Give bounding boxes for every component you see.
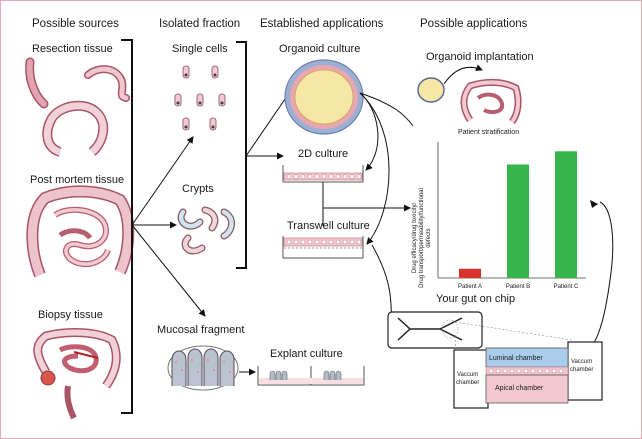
bar-patient-c	[555, 151, 577, 278]
patient-stratification-chart: Patient stratification Drug efficacy/dru…	[412, 129, 586, 290]
chart-title: Patient stratification	[458, 129, 519, 136]
resection-tissue-illustration	[25, 57, 130, 157]
sources-bracket	[121, 39, 133, 414]
label-gut-on-chip: Your gut on chip	[436, 293, 515, 305]
arrow-to-mucosal-fragment	[131, 224, 206, 317]
chart-ylabel-line2: Drug transport/permeability/functional	[419, 188, 425, 288]
label-resection-tissue: Resection tissue	[32, 43, 113, 55]
bar-patient-b	[507, 164, 529, 278]
arrow-to-single-cells	[131, 136, 194, 226]
label-apical-chamber: Apical chamber	[495, 385, 544, 392]
gut-on-chip-illustration: Luminal chamber Apical chamber Vaccum ch…	[387, 311, 603, 409]
label-mucosal-fragment: Mucosal fragment	[157, 324, 244, 336]
2d-culture-illustration	[282, 165, 364, 183]
label-crypts: Crypts	[182, 183, 214, 195]
single-cells-illustration	[174, 65, 226, 131]
header-established-applications: Established applications	[260, 18, 384, 30]
header-isolated-fraction: Isolated fraction	[159, 18, 240, 30]
header-possible-sources: Possible sources	[32, 18, 119, 30]
tick-label-patient-a: Patient A	[458, 284, 482, 290]
explant-culture-illustration	[257, 366, 365, 386]
bar-patient-a	[459, 268, 481, 278]
chart-ylabel-line1: Drug efficacy/drug toxicity/	[412, 203, 418, 274]
label-explant-culture: Explant culture	[270, 348, 343, 360]
transwell-culture-illustration	[282, 236, 364, 259]
chart-ylabel-line3: defects	[426, 228, 432, 247]
header-possible-applications: Possible applications	[420, 18, 528, 30]
tick-label-patient-c: Patient C	[554, 284, 579, 290]
label-post-mortem-tissue: Post mortem tissue	[30, 174, 124, 186]
arrow-organoid-to-transwell	[359, 92, 390, 245]
label-biopsy-tissue: Biopsy tissue	[38, 309, 103, 321]
post-mortem-tissue-illustration	[26, 185, 135, 278]
biopsy-tissue-illustration	[33, 328, 121, 420]
arrow-organoid-to-stratification	[359, 92, 414, 127]
arrow-chip-to-stratification-head	[590, 200, 598, 208]
label-luminal-chamber: Luminal chamber	[489, 355, 543, 362]
label-vacuum-right-line2: chamber	[570, 367, 593, 373]
fractions-bracket	[236, 41, 247, 269]
label-organoid-culture: Organoid culture	[279, 43, 360, 55]
label-organoid-implantation: Organoid implantation	[426, 51, 534, 63]
arrow-chip-to-stratification	[585, 201, 614, 353]
label-single-cells: Single cells	[172, 43, 228, 55]
label-vacuum-right-line1: Vaccum	[571, 359, 592, 365]
tick-label-patient-b: Patient B	[506, 284, 530, 290]
organoid-implantation-illustration	[417, 64, 522, 125]
organoid-culture-illustration	[284, 59, 364, 135]
crypts-illustration	[177, 206, 235, 255]
label-vacuum-left-line1: Vaccum	[457, 372, 478, 378]
label-vacuum-left-line2: chamber	[456, 380, 479, 386]
label-2d-culture: 2D culture	[298, 148, 348, 160]
label-transwell-culture: Transwell culture	[287, 220, 370, 232]
mucosal-fragment-illustration	[167, 345, 239, 391]
